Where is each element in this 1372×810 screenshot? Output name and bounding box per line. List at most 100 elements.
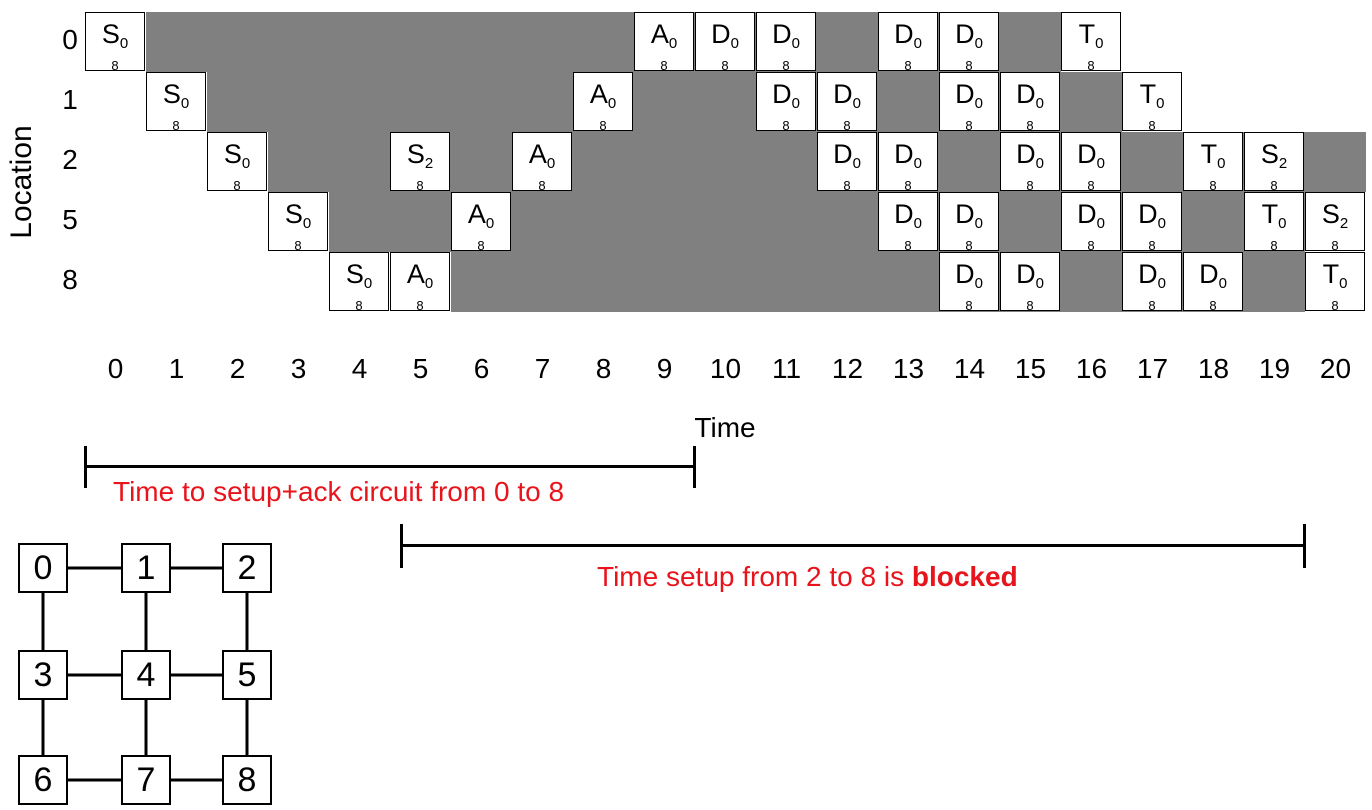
message-type: S0	[147, 79, 205, 119]
message-destination: 8	[782, 118, 790, 133]
message-destination: 8	[1026, 298, 1034, 313]
message-type: D0	[757, 19, 815, 59]
message-letter: S	[284, 199, 303, 229]
message-type: S0	[269, 199, 327, 239]
message-letter: D	[1077, 139, 1097, 169]
mesh-node: 6	[18, 755, 68, 805]
message-source: 0	[974, 35, 983, 52]
message-source: 0	[852, 155, 861, 172]
message-letter: A	[467, 199, 486, 229]
message-letter: T	[1261, 199, 1279, 229]
message-destination: 8	[660, 58, 668, 73]
time-tick: 7	[534, 353, 551, 384]
time-tick: 14	[953, 353, 986, 384]
message-source: 0	[1035, 95, 1044, 112]
row-label: 5	[62, 204, 78, 235]
message-destination: 8	[965, 118, 973, 133]
message-destination: 8	[1087, 238, 1095, 253]
time-tick: 0	[107, 353, 124, 384]
message-source: 0	[1217, 155, 1226, 172]
message-destination: 8	[1148, 298, 1156, 313]
message-letter: S	[1321, 199, 1340, 229]
message-destination: 8	[538, 178, 546, 193]
message-source: 0	[913, 35, 922, 52]
message-source: 0	[974, 275, 983, 292]
message-type: D0	[940, 79, 998, 119]
message-letter: S	[1260, 139, 1279, 169]
time-tick: 2	[229, 353, 246, 384]
message-destination: 8	[965, 238, 973, 253]
message-type: S2	[1245, 139, 1303, 179]
time-tick: 5	[412, 353, 429, 384]
message-source: 0	[730, 35, 739, 52]
message-destination: 8	[477, 238, 485, 253]
message-letter: T	[1139, 79, 1157, 109]
message-destination: 8	[904, 238, 912, 253]
message-destination: 8	[904, 58, 912, 73]
mesh-node: 7	[121, 755, 171, 805]
message-destination: 8	[599, 118, 607, 133]
message-type: D0	[879, 139, 937, 179]
message-type: D0	[940, 259, 998, 299]
message-source: 0	[1035, 275, 1044, 292]
message-destination: 8	[416, 178, 424, 193]
message-type: A0	[452, 199, 510, 239]
message-type: D0	[1123, 199, 1181, 239]
message-type: T0	[1184, 139, 1242, 179]
message-source: 0	[546, 155, 556, 172]
message-source: 0	[180, 95, 190, 112]
message-type: D0	[1123, 259, 1181, 299]
message-source: 0	[424, 275, 434, 292]
message-source: 0	[485, 215, 495, 232]
message-source: 0	[974, 215, 983, 232]
message-type: D0	[879, 199, 937, 239]
message-source: 0	[913, 215, 922, 232]
time-tick: 19	[1258, 353, 1291, 384]
message-letter: D	[955, 19, 975, 49]
message-type: S0	[86, 19, 144, 59]
time-tick: 20	[1319, 353, 1352, 384]
message-destination: 8	[1209, 178, 1217, 193]
time-tick: 10	[709, 353, 742, 384]
message-source: 0	[363, 275, 373, 292]
mesh-node: 4	[121, 650, 171, 700]
message-source: 0	[668, 35, 678, 52]
message-letter: D	[833, 79, 853, 109]
message-source: 0	[1035, 155, 1044, 172]
message-type: D0	[1062, 139, 1120, 179]
message-letter: D	[772, 19, 792, 49]
message-letter: D	[1077, 199, 1097, 229]
message-source: 0	[1096, 155, 1105, 172]
message-type: D0	[696, 19, 754, 59]
message-letter: D	[833, 139, 853, 169]
message-source: 0	[241, 155, 251, 172]
message-type: S2	[391, 139, 449, 179]
message-source: 0	[974, 95, 983, 112]
message-type: D0	[940, 199, 998, 239]
message-letter: D	[1138, 199, 1158, 229]
message-type: A0	[513, 139, 571, 179]
setup-ack-bracket	[85, 465, 695, 468]
message-type: S0	[330, 259, 388, 299]
message-destination: 8	[1026, 118, 1034, 133]
message-type: D0	[1062, 199, 1120, 239]
message-letter: A	[650, 19, 669, 49]
message-type: D0	[1001, 79, 1059, 119]
mesh-node: 0	[18, 543, 68, 593]
message-letter: A	[589, 79, 608, 109]
mesh-node: 8	[222, 755, 272, 805]
message-destination: 8	[1148, 238, 1156, 253]
message-destination: 8	[294, 238, 302, 253]
time-tick: 11	[771, 353, 802, 384]
